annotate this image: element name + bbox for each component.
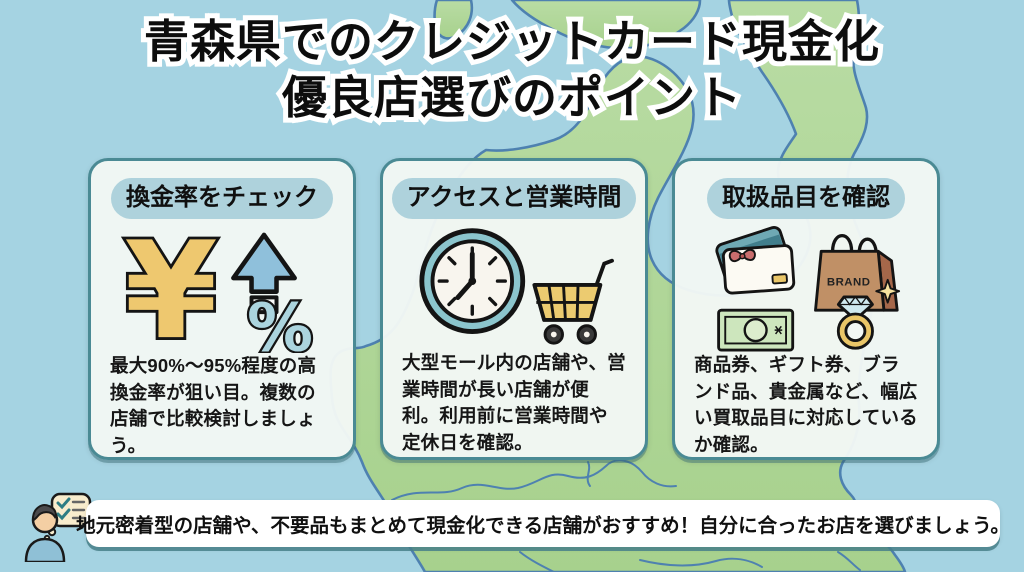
exchange-rate-illustration: ¥ %	[91, 219, 353, 353]
yen-icon: ¥	[124, 219, 217, 353]
rivers-borders	[391, 459, 861, 572]
title-text: 青森県でのクレジットカード現金化 優良店選びのポイント	[0, 14, 1024, 126]
percent-icon: %	[247, 290, 313, 353]
advice-text: 地元密着型の店舗や、不要品もまとめて現金化できる店舗がおすすめ！自分に合ったお店…	[76, 515, 1010, 537]
card-body-text: 大型モール内の店舗や、営業時間が長い店舗が便利。利用前に営業時間や定休日を確認。	[402, 351, 626, 454]
sparkle-icon	[875, 278, 901, 304]
point-card-items: 取扱品目を確認	[672, 158, 940, 460]
north-island-west	[433, 0, 474, 40]
gift-card-icon	[715, 225, 796, 295]
shopping-items-icon: BRAND	[715, 225, 901, 352]
card-heading-pill: 取扱品目を確認	[707, 178, 905, 219]
thought-bubble-icon	[43, 492, 92, 542]
clock-cart-icon	[419, 228, 614, 345]
brand-label: BRAND	[827, 276, 871, 288]
person-icon	[24, 504, 66, 562]
point-card-access-hours: アクセスと営業時間	[380, 158, 648, 460]
card-heading-pill: 換金率をチェック	[111, 178, 333, 219]
card-heading: アクセスと営業時間	[406, 184, 622, 211]
clock-icon	[419, 228, 526, 334]
card-heading-pill: アクセスと営業時間	[391, 178, 637, 219]
footer-advice-banner: 地元密着型の店舗や、不要品もまとめて現金化できる店舗がおすすめ！自分に合ったお店…	[76, 500, 1010, 547]
card-body-text: 最大90%〜95%程度の高換金率が狙い目。複数の店舗で比較検討しましょう。	[110, 354, 317, 457]
items-illustration: BRAND	[675, 219, 937, 352]
card-body-text: 商品券、ギフト券、ブランド品、貴金属など、幅広い買取品目に対応しているか確認。	[694, 353, 918, 456]
title-line-2: 優良店選びのポイント	[281, 72, 742, 123]
access-hours-illustration	[383, 219, 645, 350]
yen-rate-icon: ¥ %	[121, 219, 315, 353]
title-line-1: 青森県でのクレジットカード現金化	[143, 16, 880, 67]
point-card-exchange-rate: 換金率をチェック ¥ % 最大90%〜95%程度の高換金率が狙い目。複数の店舗で…	[88, 158, 356, 460]
shopping-cart-icon	[532, 258, 614, 345]
banknote-icon	[717, 308, 795, 352]
person-checklist-icon	[24, 492, 92, 562]
north-island-east	[510, 0, 702, 50]
card-heading: 取扱品目を確認	[722, 184, 890, 211]
page-title: 青森県でのクレジットカード現金化 優良店選びのポイント 青森県でのクレジットカー…	[0, 11, 1024, 128]
up-arrow-icon	[231, 232, 297, 314]
title-outline: 青森県でのクレジットカード現金化 優良店選びのポイント	[139, 11, 884, 128]
card-heading: 換金率をチェック	[126, 184, 318, 211]
ring-icon	[836, 278, 901, 350]
